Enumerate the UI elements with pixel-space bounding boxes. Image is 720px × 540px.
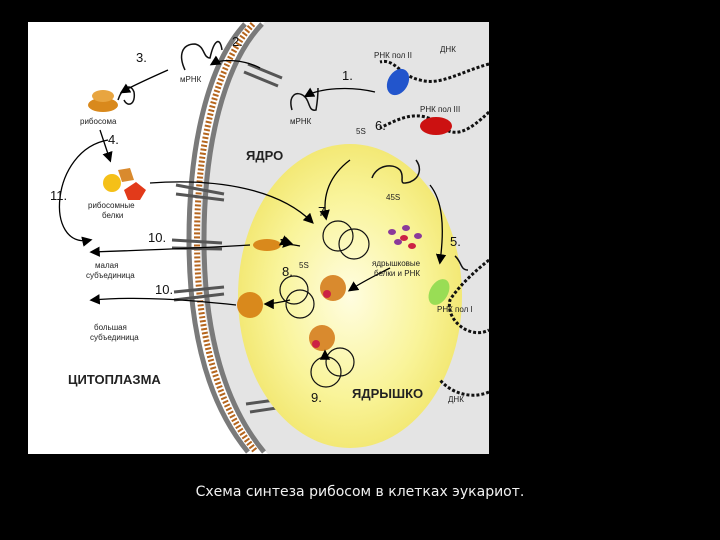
nucleolus-label: ЯДРЫШКО <box>352 386 423 401</box>
5s-top-label: 5S <box>356 127 366 136</box>
large-subunit-label-2: субъединица <box>90 333 139 342</box>
rnk-pol1-label: РНК пол I <box>437 305 473 314</box>
nucleolar-proteins <box>388 225 422 249</box>
pre-ribosome-8 <box>320 275 346 301</box>
pre-ribosome-9 <box>309 325 335 351</box>
step-1-label: 1. <box>342 68 353 83</box>
step-5-label: 5. <box>450 234 461 249</box>
cytoplasm-label: ЦИТОПЛАЗМА <box>68 372 161 387</box>
mrnk-cyto-label: мРНК <box>180 75 202 84</box>
nucleolar-proteins-label-2: белки и РНК <box>374 269 420 278</box>
small-subunit-label-2: субъединица <box>86 271 135 280</box>
arrow-10a <box>282 236 301 248</box>
45s-label: 45S <box>386 193 400 202</box>
step-8-label: 8. <box>282 264 293 279</box>
large-subunit-cyto <box>237 292 263 318</box>
ribosomal-proteins-cluster <box>103 168 146 200</box>
rnk-pol1-enzyme <box>428 279 450 305</box>
large-subunit-label-1: большая <box>94 323 127 332</box>
step-11-label: 11. <box>50 188 67 203</box>
cytoplasm-large-arrow <box>89 294 237 306</box>
ribosomal-proteins-label-2: белки <box>102 211 123 220</box>
step-9-label: 9. <box>311 390 322 405</box>
step-10a-label: 10. <box>148 230 166 245</box>
arrows <box>58 55 447 360</box>
nucleus-label: ЯДРО <box>246 148 283 163</box>
small-subunit-label-1: малая <box>95 261 118 270</box>
step-7-label: 7. <box>318 204 329 219</box>
mrnk-nuc-label: мРНК <box>290 117 312 126</box>
dnk-top-label: ДНК <box>440 45 456 54</box>
mature-ribosome <box>88 90 118 112</box>
step-10b-label: 10. <box>155 282 173 297</box>
5s-mid-label: 5S <box>299 261 309 270</box>
nucleolus <box>238 144 462 448</box>
figure-caption: Схема синтеза рибосом в клетках эукариот… <box>195 484 525 500</box>
diagram-labels: 1. 2. 3. 4. 5. 6. 7. 8. 9. 10. 10. 11. Р… <box>50 34 473 405</box>
ribosome-label: рибосома <box>80 117 117 126</box>
cytoplasm-small-arrow <box>89 244 251 257</box>
rna-polymerases <box>386 68 452 305</box>
rnk-pol3-enzyme <box>420 117 452 135</box>
rnk-pol2-enzyme <box>386 68 410 96</box>
ribosomal-proteins-label-1: рибосомные <box>88 201 135 210</box>
rnk-pol3-label: РНК пол III <box>420 105 460 114</box>
nucleolar-proteins-label-1: ядрышковые <box>372 259 421 268</box>
step-6-label: 6. <box>375 118 386 133</box>
rnk-pol2-label: РНК пол II <box>374 51 412 60</box>
step-2-label: 2. <box>232 34 243 49</box>
small-subunit-cyto <box>253 239 281 251</box>
step-4-label: 4. <box>108 132 119 147</box>
step-3-label: 3. <box>136 50 147 65</box>
dnk-bottom-label: ДНК <box>448 395 464 404</box>
